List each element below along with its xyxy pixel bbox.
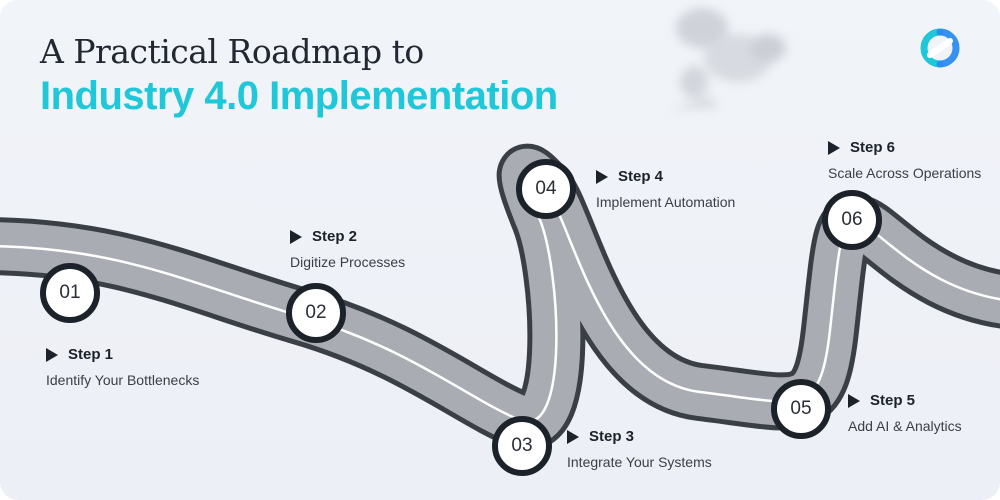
title-line-2: Industry 4.0 Implementation <box>40 74 558 118</box>
play-icon <box>567 429 579 444</box>
play-icon <box>828 140 840 155</box>
play-icon <box>46 347 58 362</box>
step-description: Identify Your Bottlenecks <box>46 372 200 388</box>
step-label: Step 1 <box>68 346 114 363</box>
step-description: Implement Automation <box>596 194 736 210</box>
brand-logo-icon <box>920 28 960 68</box>
step-description: Digitize Processes <box>290 254 406 270</box>
step-marker-05: 05 <box>771 379 831 439</box>
step-3: Step 3 Integrate Your Systems <box>567 428 712 470</box>
step-marker-04: 04 <box>516 159 576 219</box>
play-icon <box>290 229 302 244</box>
step-description: Scale Across Operations <box>828 165 982 181</box>
play-icon <box>848 393 860 408</box>
step-description: Integrate Your Systems <box>567 454 712 470</box>
step-label: Step 6 <box>850 139 896 156</box>
step-label: Step 4 <box>618 168 664 185</box>
step-4: Step 4 Implement Automation <box>596 168 735 210</box>
step-marker-03: 03 <box>492 416 552 476</box>
step-marker-01: 01 <box>40 263 100 323</box>
step-label: Step 5 <box>870 392 916 409</box>
step-label: Step 2 <box>312 228 358 245</box>
step-marker-06: 06 <box>822 190 882 250</box>
step-6: Step 6 Scale Across Operations <box>828 139 981 181</box>
step-label: Step 3 <box>589 428 635 445</box>
robot-decoration-icon <box>670 8 786 110</box>
step-marker-02: 02 <box>286 283 346 343</box>
step-description: Add AI & Analytics <box>848 418 962 434</box>
step-1: Step 1 Identify Your Bottlenecks <box>46 346 199 388</box>
title-line-1: A Practical Roadmap to <box>40 32 424 71</box>
step-5: Step 5 Add AI & Analytics <box>848 392 962 434</box>
step-2: Step 2 Digitize Processes <box>290 228 405 270</box>
play-icon <box>596 169 608 184</box>
